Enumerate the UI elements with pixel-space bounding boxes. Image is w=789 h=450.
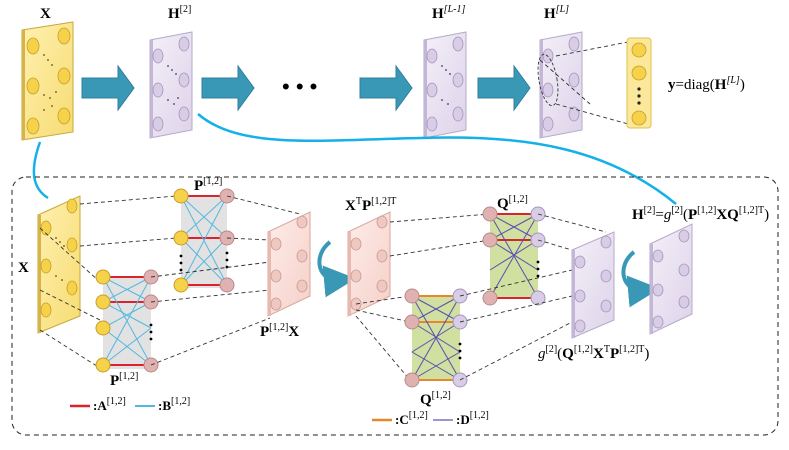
readout-connectors	[539, 41, 629, 125]
h2-panel	[149, 31, 193, 139]
detail-x-panel	[37, 195, 81, 334]
detail-x-label: X	[18, 260, 29, 276]
xtpt-label: XTP[1,2]T	[345, 196, 396, 214]
input-x-panel	[21, 21, 74, 141]
h2-equation: H[2]=g[2](P[1,2]XQ[1,2]T)	[632, 205, 769, 223]
g2-label: g[2](Q[1,2]XTP[1,2]T)	[538, 344, 649, 362]
ellipsis-dots: • • •	[282, 74, 317, 99]
legend-d: :D[1,2]	[433, 410, 489, 427]
detail-box	[11, 176, 779, 436]
px-panel	[267, 211, 311, 317]
svg-text::C[1,2]: :C[1,2]	[395, 410, 428, 427]
p-top-block	[173, 188, 235, 293]
xtpt-panel	[347, 211, 391, 317]
q-bottom-block	[404, 288, 468, 388]
svg-text::A[1,2]: :A[1,2]	[93, 396, 126, 413]
hl-panel	[537, 31, 583, 139]
xtpt-to-q-connectors	[355, 213, 491, 381]
p-bottom-block	[95, 269, 159, 373]
zoom-line-right	[197, 113, 677, 205]
p-top-label: P[1,2]	[194, 176, 222, 194]
legend-c: :C[1,2]	[372, 410, 428, 427]
g2-panel	[571, 231, 615, 339]
output-vector	[626, 37, 652, 129]
hl-minus-1-label: H[L-1]	[432, 4, 465, 22]
flow-arrow-4	[477, 64, 531, 112]
legend-a: :A[1,2]	[70, 396, 126, 413]
px-label: P[1,2]X	[260, 322, 299, 340]
p-to-px-connectors	[150, 195, 301, 366]
output-formula: y=diag(H[L])	[668, 75, 745, 93]
flow-arrow-3	[359, 64, 413, 112]
hl-label: H[L]	[544, 4, 569, 22]
transpose-arrow-1	[317, 240, 356, 298]
q-top-block	[482, 206, 546, 306]
q-top-label: Q[1,2]	[497, 194, 528, 212]
flow-arrow-1	[81, 64, 135, 112]
x-to-p-connectors	[39, 195, 177, 369]
input-x-label: X	[40, 6, 51, 22]
hl-minus-1-panel	[423, 31, 467, 139]
flow-arrow-2	[201, 64, 255, 112]
svg-text::B[1,2]: :B[1,2]	[158, 396, 190, 413]
q-to-g2-connectors	[459, 213, 607, 381]
legend-b: :B[1,2]	[135, 396, 190, 413]
svg-text::D[1,2]: :D[1,2]	[456, 410, 489, 427]
h2-label: H[2]	[168, 4, 191, 22]
q-bottom-label: Q[1,2]	[420, 390, 451, 408]
zoom-line-left	[32, 141, 49, 200]
h2-result-panel	[649, 223, 693, 335]
transpose-arrow-2	[621, 250, 660, 308]
p-bottom-label: P[1,2]	[110, 371, 138, 389]
